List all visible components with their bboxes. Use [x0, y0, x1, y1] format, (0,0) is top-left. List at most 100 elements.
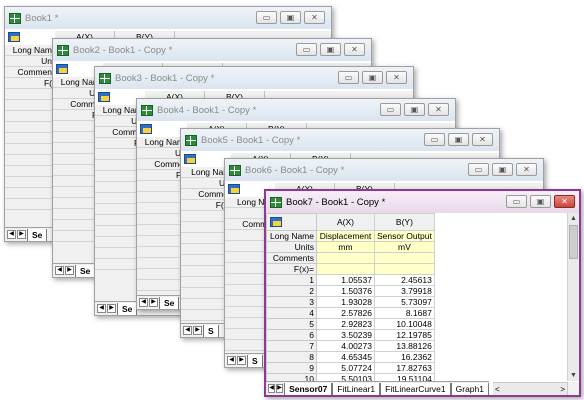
- cell-b[interactable]: 16.2362: [374, 351, 435, 363]
- tab-prev-icon[interactable]: ◀: [139, 298, 148, 307]
- sheet-tab[interactable]: Se: [75, 264, 96, 277]
- cell-b[interactable]: 17.82763: [374, 362, 435, 374]
- cell-a[interactable]: 5.07724: [316, 362, 375, 374]
- cell-b[interactable]: 12.19785: [374, 329, 435, 341]
- row-number[interactable]: 8: [266, 351, 317, 363]
- row-number[interactable]: 9: [266, 362, 317, 374]
- minimize-icon[interactable]: ▭: [424, 133, 445, 146]
- sheet-tab[interactable]: Se: [159, 296, 180, 309]
- row-number[interactable]: 4: [266, 307, 317, 319]
- sheet-tab[interactable]: Graph1: [450, 382, 489, 395]
- maximize-icon[interactable]: ▣: [280, 11, 301, 24]
- cell-b[interactable]: 3.79918: [374, 285, 435, 297]
- minimize-icon[interactable]: ▭: [380, 103, 401, 116]
- resize-grip-icon[interactable]: [567, 382, 579, 395]
- row-number[interactable]: 7: [266, 340, 317, 352]
- scroll-right-icon[interactable]: >: [560, 384, 565, 394]
- tab-prev-icon[interactable]: ◀: [7, 230, 16, 239]
- maximize-icon[interactable]: ▣: [530, 195, 551, 208]
- maximize-icon[interactable]: ▣: [492, 163, 513, 176]
- cell-a[interactable]: 1.93028: [316, 296, 375, 308]
- close-icon[interactable]: ✕: [472, 133, 493, 146]
- active-workbook-window[interactable]: Book7 - Book1 - Copy *▭▣✕ A(X)B(Y)Long Na…: [264, 189, 581, 397]
- tab-next-icon[interactable]: ▶: [193, 326, 202, 335]
- close-icon[interactable]: ✕: [428, 103, 449, 116]
- window-titlebar[interactable]: Book1 *: [5, 7, 331, 29]
- maximize-icon[interactable]: ▣: [404, 103, 425, 116]
- horizontal-scrollbar[interactable]: <>: [493, 382, 567, 395]
- sheet-tab[interactable]: Sensor07: [284, 382, 333, 395]
- tab-next-icon[interactable]: ▶: [107, 304, 116, 313]
- long-name-cell-a[interactable]: Displacement: [316, 230, 375, 242]
- column-header-a[interactable]: A(X): [316, 213, 375, 231]
- cell-a[interactable]: 4.65345: [316, 351, 375, 363]
- tab-next-icon[interactable]: ▶: [65, 266, 74, 275]
- row-number[interactable]: 5: [266, 318, 317, 330]
- column-header[interactable]: A(X): [55, 31, 115, 43]
- cell-b[interactable]: 10.10048: [374, 318, 435, 330]
- maximize-icon[interactable]: ▣: [448, 133, 469, 146]
- scroll-down-icon[interactable]: ▼: [570, 372, 577, 379]
- column-header-b[interactable]: B(Y): [374, 213, 435, 231]
- minimize-icon[interactable]: ▭: [338, 71, 359, 84]
- cell-a[interactable]: 1.50376: [316, 285, 375, 297]
- tab-prev-icon[interactable]: ◀: [97, 304, 106, 313]
- worksheet-corner[interactable]: [266, 213, 317, 231]
- window-titlebar[interactable]: Book5 - Book1 - Copy *: [181, 129, 499, 151]
- units-cell-b[interactable]: mV: [374, 241, 435, 253]
- comments-cell-a[interactable]: [316, 252, 375, 264]
- row-number[interactable]: 1: [266, 274, 317, 286]
- vertical-scrollbar[interactable]: ▲▼: [567, 213, 579, 381]
- column-header[interactable]: B(Y): [205, 91, 265, 103]
- scroll-left-icon[interactable]: <: [495, 384, 500, 394]
- window-titlebar[interactable]: Book2 - Book1 - Copy *: [53, 39, 371, 61]
- minimize-icon[interactable]: ▭: [468, 163, 489, 176]
- sheet-tab[interactable]: Se: [27, 228, 48, 241]
- tab-next-icon[interactable]: ▶: [276, 384, 284, 393]
- sheet-tab[interactable]: Se: [117, 302, 138, 315]
- window-titlebar[interactable]: Book3 - Book1 - Copy *: [95, 67, 413, 89]
- long-name-cell-b[interactable]: Sensor Output: [374, 230, 435, 242]
- cell-a[interactable]: 4.00273: [316, 340, 375, 352]
- tab-next-icon[interactable]: ▶: [149, 298, 158, 307]
- cell-b[interactable]: 2.45613: [374, 274, 435, 286]
- column-header[interactable]: B(Y): [115, 31, 175, 43]
- sheet-tab[interactable]: FitLinear1: [332, 382, 381, 395]
- close-icon[interactable]: ✕: [516, 163, 537, 176]
- window-titlebar[interactable]: Book7 - Book1 - Copy *: [266, 191, 579, 213]
- maximize-icon[interactable]: ▣: [362, 71, 383, 84]
- cell-a[interactable]: 1.05537: [316, 274, 375, 286]
- tab-prev-icon[interactable]: ◀: [227, 356, 236, 365]
- minimize-icon[interactable]: ▭: [256, 11, 277, 24]
- scroll-thumb[interactable]: [569, 225, 578, 259]
- tab-next-icon[interactable]: ▶: [17, 230, 26, 239]
- row-number[interactable]: 2: [266, 285, 317, 297]
- tab-next-icon[interactable]: ▶: [237, 356, 246, 365]
- row-number[interactable]: 6: [266, 329, 317, 341]
- sheet-tab[interactable]: S: [203, 324, 219, 337]
- tab-prev-icon[interactable]: ◀: [268, 384, 276, 393]
- cell-b[interactable]: 13.88126: [374, 340, 435, 352]
- cell-a[interactable]: 3.50239: [316, 329, 375, 341]
- cell-b[interactable]: 5.73097: [374, 296, 435, 308]
- close-icon[interactable]: ✕: [344, 43, 365, 56]
- close-icon[interactable]: ✕: [386, 71, 407, 84]
- cell-b[interactable]: 8.1687: [374, 307, 435, 319]
- row-number[interactable]: 3: [266, 296, 317, 308]
- window-titlebar[interactable]: Book6 - Book1 - Copy *: [225, 159, 543, 181]
- sheet-tab[interactable]: FitLinearCurve1: [380, 382, 451, 395]
- units-cell-a[interactable]: mm: [316, 241, 375, 253]
- sheet-tab[interactable]: S: [247, 354, 263, 367]
- maximize-icon[interactable]: ▣: [320, 43, 341, 56]
- tab-prev-icon[interactable]: ◀: [55, 266, 64, 275]
- window-titlebar[interactable]: Book4 - Book1 - Copy *: [137, 99, 455, 121]
- formula-cell-a[interactable]: [316, 263, 375, 275]
- column-header[interactable]: A(X): [145, 91, 205, 103]
- cell-a[interactable]: 2.57826: [316, 307, 375, 319]
- minimize-icon[interactable]: ▭: [506, 195, 527, 208]
- tab-prev-icon[interactable]: ◀: [183, 326, 192, 335]
- formula-cell-b[interactable]: [374, 263, 435, 275]
- close-icon[interactable]: ✕: [304, 11, 325, 24]
- close-icon[interactable]: ✕: [554, 195, 575, 208]
